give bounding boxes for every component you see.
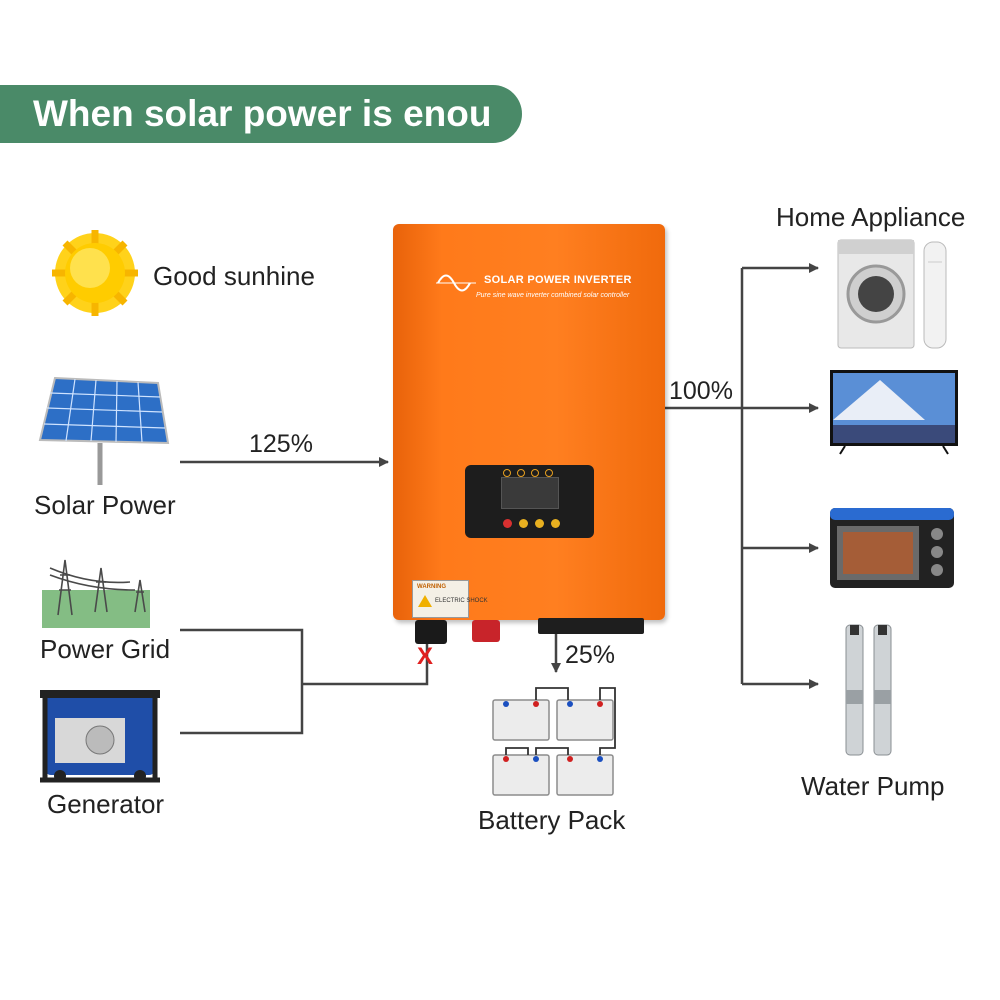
solar-power-label: Solar Power <box>34 490 176 520</box>
tv-icon <box>830 370 958 455</box>
solar-input-percent: 125% <box>249 430 313 458</box>
indicator-icon <box>503 469 511 477</box>
home-appliance-label: Home Appliance <box>776 202 966 232</box>
button-icon <box>535 519 544 528</box>
button-icon <box>503 519 512 528</box>
water-pump-icon <box>845 624 892 756</box>
oven-icon <box>830 508 954 588</box>
indicator-icon <box>545 469 553 477</box>
grid-terminal <box>415 620 447 644</box>
water-pump-label: Water Pump <box>801 771 945 801</box>
button-icon <box>519 519 528 528</box>
warning-icon <box>418 595 432 607</box>
inverter-display-panel <box>465 465 594 538</box>
inverter-subtitle: Pure sine wave inverter combined solar c… <box>476 292 630 299</box>
warning-title: WARNING <box>417 584 446 590</box>
warning-subtitle: ELECTRIC SHOCK <box>435 598 488 604</box>
solar-panel-icon <box>38 376 170 485</box>
lcd-screen <box>501 477 559 509</box>
indicator-icon <box>531 469 539 477</box>
inverter-title: SOLAR POWER INVERTER <box>484 274 632 286</box>
button-icon <box>551 519 560 528</box>
battery-pack-label: Battery Pack <box>478 805 626 835</box>
sunshine-label: Good sunhine <box>153 261 315 291</box>
power-grid-icon <box>42 559 150 628</box>
solar-inverter <box>393 224 665 620</box>
battery-terminal-block <box>538 618 644 634</box>
dc-terminal <box>472 620 500 642</box>
generator-label: Generator <box>47 789 165 819</box>
washing-machine-icon <box>837 239 915 349</box>
warning-label: WARNING ELECTRIC SHOCK <box>412 580 488 618</box>
sun-icon <box>52 230 138 316</box>
title-banner: When solar power is enou <box>0 85 522 143</box>
sine-wave-icon <box>436 274 476 292</box>
air-purifier-icon <box>923 241 947 349</box>
power-grid-label: Power Grid <box>40 634 171 664</box>
indicator-icon <box>517 469 525 477</box>
load-output-percent: 100% <box>669 377 733 405</box>
generator-icon <box>40 690 160 783</box>
battery-pack-icon <box>492 699 614 796</box>
grid-blocked-mark: X <box>417 643 434 670</box>
grid-line <box>180 628 304 735</box>
battery-charge-percent: 25% <box>565 641 616 669</box>
grid-to-inverter-line <box>302 640 429 686</box>
